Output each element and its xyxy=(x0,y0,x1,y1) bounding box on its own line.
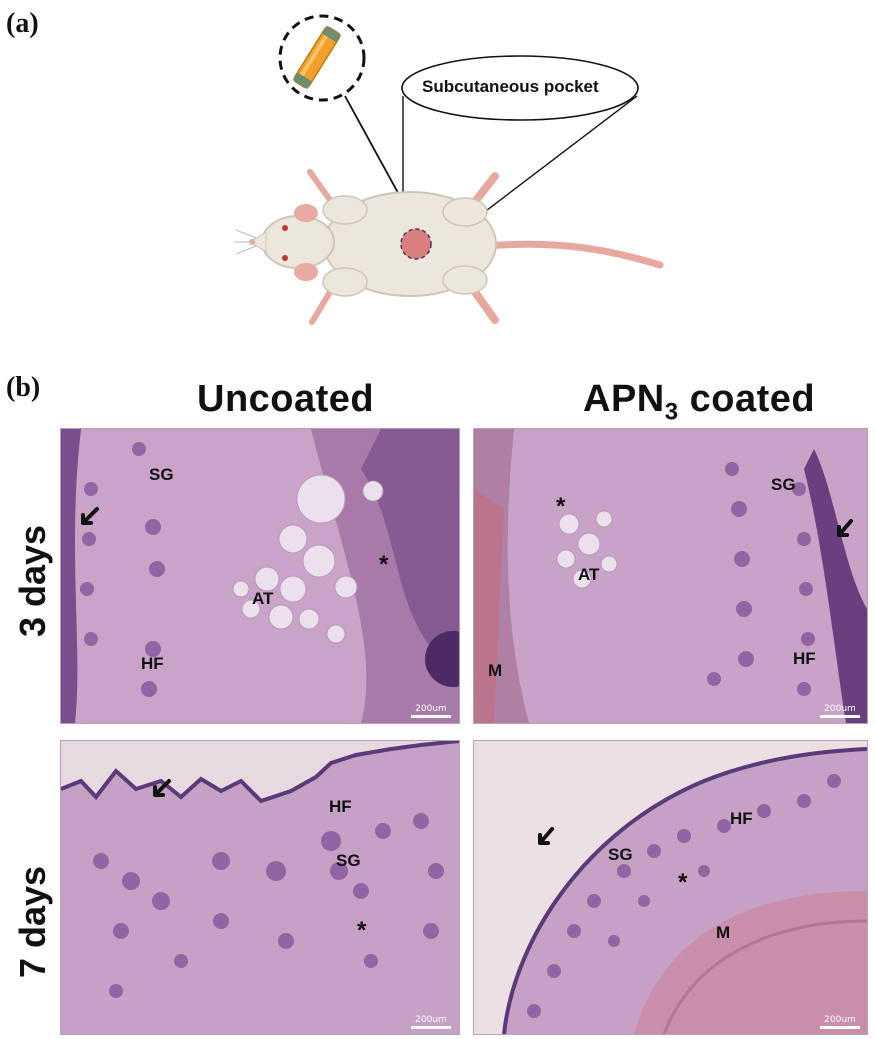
scale-bar: 200um xyxy=(411,704,451,718)
label-SG: SG xyxy=(149,465,174,484)
micrograph-coated-7-days: SG HF M * 200um xyxy=(473,740,868,1035)
column-header-coated: APN3 coated xyxy=(583,378,815,427)
scale-bar: 200um xyxy=(411,1015,451,1029)
asterisk-marker: * xyxy=(678,869,688,896)
asterisk-marker: * xyxy=(379,551,389,578)
label-M: M xyxy=(488,661,503,680)
scale-bar: 200um xyxy=(820,1015,860,1029)
arrow-icon xyxy=(837,519,853,537)
column-header-uncoated: Uncoated xyxy=(197,378,375,420)
column-header-coated-main: APN xyxy=(583,378,665,420)
panel-a-label: (a) xyxy=(6,8,39,39)
row-header-7-days: 7 days xyxy=(12,865,53,978)
label-AT: AT xyxy=(578,565,600,584)
callout-text: Subcutaneous pocket xyxy=(422,77,599,96)
arrow-icon xyxy=(538,827,554,845)
label-HF: HF xyxy=(141,654,164,673)
label-AT: AT xyxy=(252,589,274,608)
label-SG: SG xyxy=(336,851,361,870)
micrograph-uncoated-3-days: SG AT HF * 200um xyxy=(60,428,460,724)
label-SG: SG xyxy=(771,475,796,494)
micrograph-uncoated-7-days: HF SG * 200um xyxy=(60,740,460,1035)
scale-bar: 200um xyxy=(820,704,860,718)
mouse-illustration xyxy=(234,169,664,325)
label-M: M xyxy=(716,923,731,942)
column-header-coated-tail: coated xyxy=(678,378,816,420)
implant-rod-icon xyxy=(278,14,366,102)
arrow-icon xyxy=(81,507,99,525)
asterisk-marker: * xyxy=(556,493,566,520)
arrow-icon xyxy=(153,779,171,797)
label-HF: HF xyxy=(793,649,816,668)
panel-a-illustration xyxy=(234,14,664,325)
label-SG: SG xyxy=(608,845,633,864)
asterisk-marker: * xyxy=(357,917,367,944)
row-header-3-days: 3 days xyxy=(12,524,53,637)
label-HF: HF xyxy=(730,809,753,828)
panel-b-label: (b) xyxy=(6,372,41,403)
label-HF: HF xyxy=(329,797,352,816)
micrograph-coated-3-days: SG AT HF M * 200um xyxy=(473,428,868,724)
column-header-coated-sub: 3 xyxy=(664,398,679,426)
